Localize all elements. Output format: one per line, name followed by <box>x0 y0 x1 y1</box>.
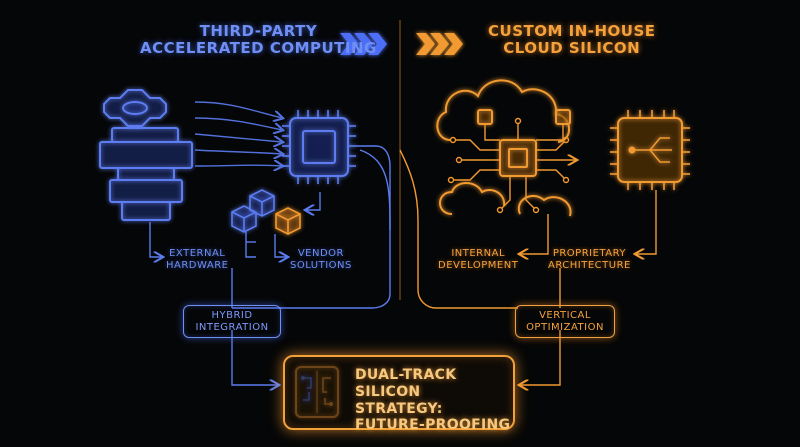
right-connectors <box>399 149 657 385</box>
chip-to-cube-arrow <box>306 192 321 210</box>
final-line3: FUTURE-PROOFING <box>355 417 511 434</box>
internal-development-label: INTERNAL DEVELOPMENT <box>438 248 518 271</box>
chevron-right-icon <box>340 33 387 55</box>
hybrid-integration-line1: HYBRID <box>211 309 253 321</box>
hybrid-integration-box: HYBRID INTEGRATION <box>183 305 281 338</box>
circuit-traces <box>447 117 577 214</box>
internal-development-line1: INTERNAL <box>451 248 506 259</box>
cube-icon <box>275 207 301 235</box>
dual-track-strategy-box: DUAL-TRACK SILICON STRATEGY: FUTURE-PROO… <box>283 355 515 433</box>
right-title: CUSTOM IN-HOUSE CLOUD SILICON <box>488 22 656 58</box>
internal-development-line2: DEVELOPMENT <box>438 259 519 271</box>
dual-track-strategy-text: DUAL-TRACK SILICON STRATEGY: FUTURE-PROO… <box>355 367 513 434</box>
right-title-line1: CUSTOM IN-HOUSE <box>488 22 656 40</box>
vertical-optimization-line1: VERTICAL <box>539 309 591 321</box>
external-hardware-line2: HARDWARE <box>166 259 229 271</box>
left-title-line1: THIRD-PARTY <box>199 22 318 40</box>
vendor-solutions-line1: VENDOR <box>297 248 345 259</box>
chevron-right-icon <box>416 33 463 55</box>
proprietary-architecture-line2: ARCHITECTURE <box>548 259 631 271</box>
vendor-solutions-label: VENDOR SOLUTIONS <box>290 248 352 271</box>
flow-arrows-left <box>194 101 282 166</box>
hybrid-integration-line2: INTEGRATION <box>195 321 269 333</box>
cpu-chip-icon <box>282 110 356 184</box>
external-hardware-label: EXTERNAL HARDWARE <box>166 248 228 271</box>
proprietary-architecture-line1: PROPRIETARY <box>552 248 627 259</box>
vendor-solutions-line2: SOLUTIONS <box>290 259 352 271</box>
left-title: THIRD-PARTY ACCELERATED COMPUTING <box>140 22 377 58</box>
external-hardware-line1: EXTERNAL <box>169 248 226 259</box>
cube-icon <box>231 189 275 233</box>
gear-stack-icon <box>99 89 193 221</box>
vertical-optimization-line2: OPTIMIZATION <box>526 321 604 333</box>
cpu-chip-icon <box>610 110 690 190</box>
final-line1: DUAL-TRACK <box>355 367 457 383</box>
right-title-line2: CLOUD SILICON <box>503 39 641 58</box>
proprietary-architecture-label: PROPRIETARY ARCHITECTURE <box>548 248 631 271</box>
cpu-chip-icon <box>477 109 571 177</box>
vertical-optimization-box: VERTICAL OPTIMIZATION <box>515 305 615 338</box>
left-connectors <box>149 145 391 385</box>
final-line2: SILICON STRATEGY: <box>355 383 443 417</box>
left-title-line2: ACCELERATED COMPUTING <box>140 39 377 58</box>
